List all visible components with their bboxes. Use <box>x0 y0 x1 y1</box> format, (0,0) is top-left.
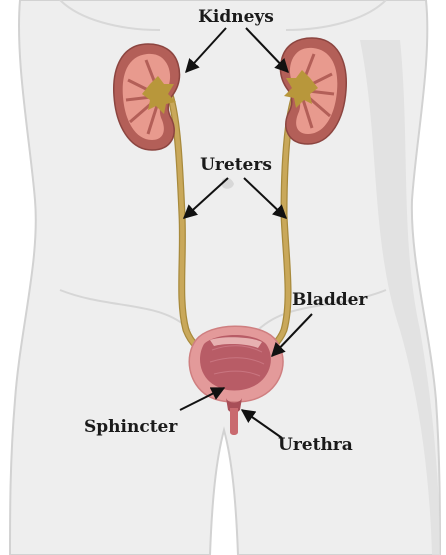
urethra-icon <box>230 408 238 435</box>
label-ureters: Ureters <box>200 155 272 175</box>
label-kidneys: Kidneys <box>198 7 274 27</box>
label-urethra: Urethra <box>278 435 353 455</box>
bladder-icon <box>189 326 283 402</box>
body-silhouette <box>10 0 440 555</box>
label-bladder: Bladder <box>292 290 368 310</box>
label-sphincter: Sphincter <box>84 417 178 437</box>
